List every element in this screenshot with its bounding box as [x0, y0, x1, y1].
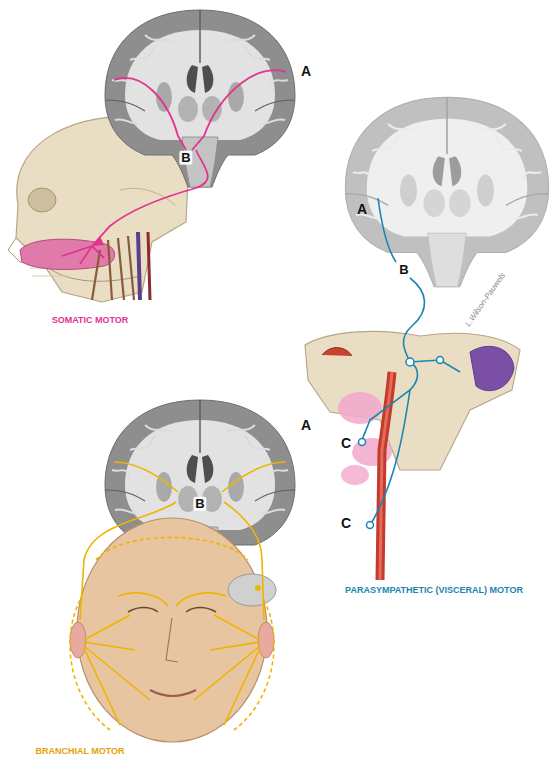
carotid-artery — [380, 372, 392, 580]
panel-title: BRANCHIAL MOTOR — [35, 747, 124, 757]
callout-letter: B — [397, 263, 410, 277]
callout-letter: C — [339, 436, 353, 451]
parasympathetic-pathway — [362, 198, 460, 522]
panel-title: SOMATIC MOTOR — [52, 316, 129, 326]
callout-letter: B — [193, 497, 206, 511]
callout-letter: A — [301, 64, 311, 79]
panel-title: PARASYMPATHETIC (VISCERAL) MOTOR — [345, 586, 523, 596]
face — [70, 518, 274, 742]
callout-letter: C — [341, 516, 351, 531]
skull-base — [305, 331, 520, 470]
signature: L.Wilson-Pauwels — [464, 271, 508, 328]
tongue-and-neck — [20, 232, 150, 300]
small-brain — [228, 574, 276, 606]
callout-letter: A — [301, 418, 311, 433]
somatic-pathway — [62, 70, 286, 264]
callout-letter: A — [357, 202, 367, 217]
callout-letter: B — [179, 151, 192, 165]
branchial-pathway — [70, 462, 286, 730]
